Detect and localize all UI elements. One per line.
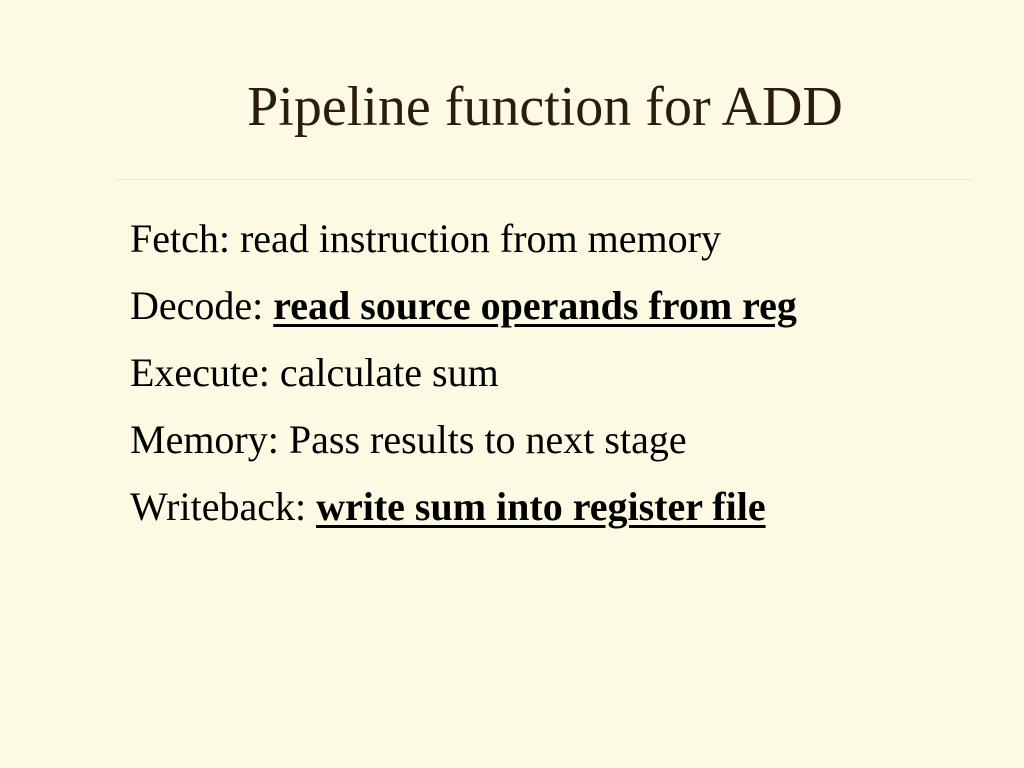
bullet-label: Writeback: — [130, 484, 307, 529]
bullet-execute: Execute: calculate sum — [130, 339, 797, 406]
bullet-fetch: Fetch: read instruction from memory — [130, 205, 797, 272]
bullet-text-emphasized: read source operands from reg — [273, 283, 797, 328]
bullet-writeback: Writeback: write sum into register file — [130, 473, 797, 540]
bullet-text: Pass results to next stage — [288, 417, 687, 462]
bullet-label: Memory: — [130, 417, 279, 462]
bullet-text-emphasized: write sum into register file — [316, 484, 766, 529]
bullet-label: Decode: — [130, 283, 264, 328]
slide-title: Pipeline function for ADD — [247, 76, 843, 138]
bullet-memory: Memory: Pass results to next stage — [130, 406, 797, 473]
bullet-text: calculate sum — [279, 350, 499, 395]
bullet-text: read instruction from memory — [239, 216, 721, 261]
bullet-decode: Decode: read source operands from reg — [130, 272, 797, 339]
title-divider — [115, 179, 973, 180]
bullet-list: Fetch: read instruction from memory Deco… — [130, 205, 797, 540]
bullet-label: Fetch: — [130, 216, 230, 261]
bullet-label: Execute: — [130, 350, 270, 395]
